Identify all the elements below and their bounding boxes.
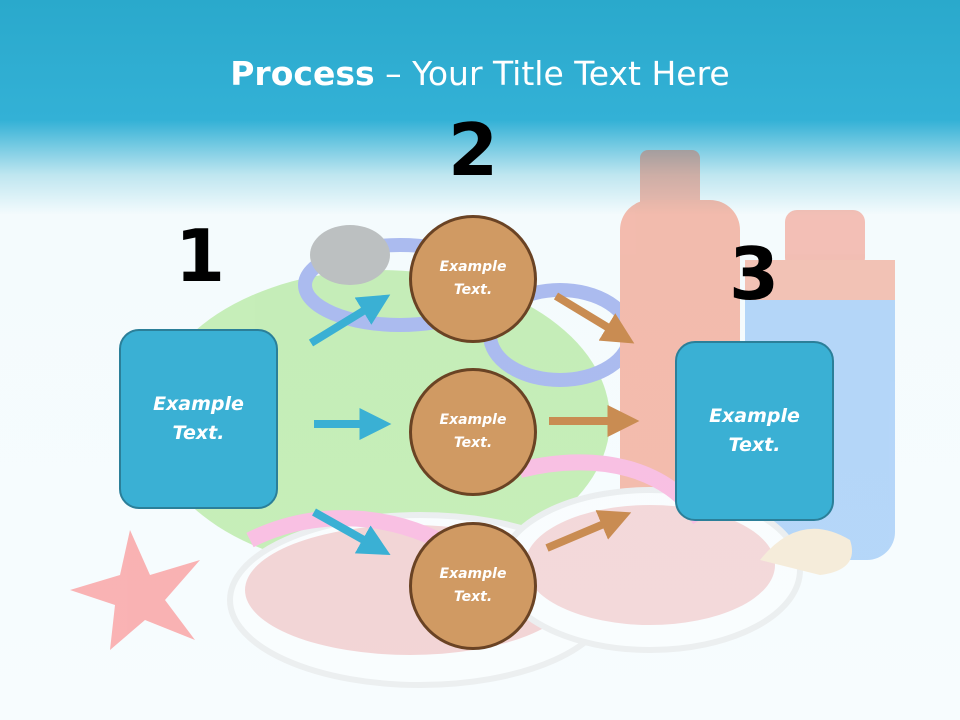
arrow-1-to-top	[308, 294, 391, 347]
step-3-box: Example Text.	[675, 341, 834, 521]
step-2-circle-top: Example Text.	[409, 215, 537, 343]
step-1-box: Example Text.	[119, 329, 278, 509]
arrow-bottom-to-3	[545, 510, 632, 552]
step-number-3: 3	[728, 232, 780, 316]
step-number-1: 1	[174, 214, 226, 298]
step-number-2: 2	[447, 108, 499, 192]
slide-title: Process – Your Title Text Here	[0, 52, 960, 96]
title-rest: – Your Title Text Here	[374, 54, 730, 93]
title-bold: Process	[230, 54, 375, 93]
arrow-1-to-bottom	[312, 508, 391, 556]
step-2-circle-bottom: Example Text.	[409, 522, 537, 650]
arrow-top-to-3	[553, 292, 635, 344]
step-2-circle-middle: Example Text.	[409, 368, 537, 496]
